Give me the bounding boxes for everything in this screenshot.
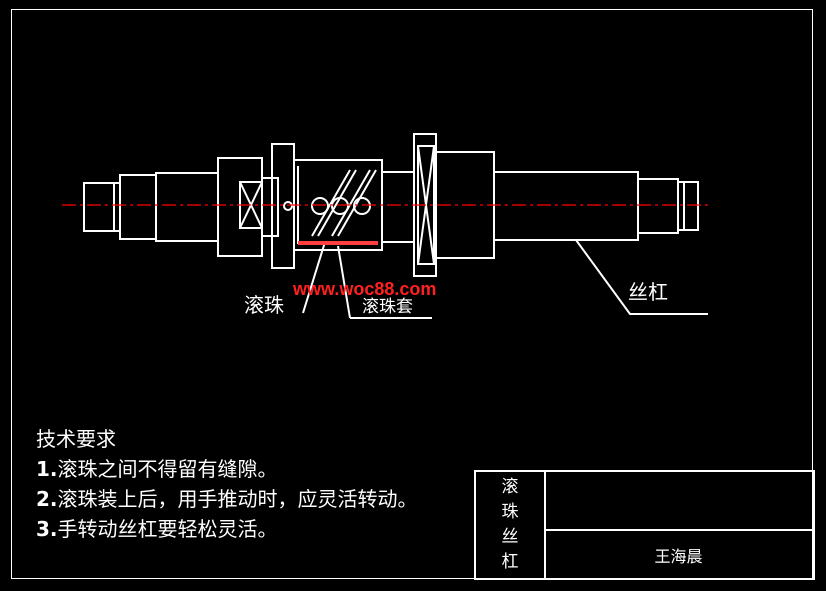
middle-shaft — [381, 171, 415, 243]
author-name: 王海晨 — [654, 546, 703, 566]
ball — [311, 197, 329, 215]
notes-heading: 技术要求 — [36, 427, 116, 451]
ball-label: 滚珠 — [244, 293, 284, 317]
screw-shaft — [493, 171, 639, 241]
screw-label: 丝杠 — [628, 280, 668, 304]
left-shaft-step — [119, 174, 157, 240]
screw-leader — [575, 239, 708, 315]
left-shaft — [155, 172, 219, 242]
nut-hatch — [298, 241, 378, 245]
screw-segment — [261, 177, 279, 237]
note-item: 1.滚珠之间不得留有缝隙。 — [36, 457, 278, 481]
watermark: www.woc88.com — [293, 279, 437, 299]
sleeve-leader — [337, 245, 351, 319]
drawing-name: 滚 珠 丝 杠 — [476, 472, 546, 578]
drawing-frame — [11, 9, 813, 579]
technical-requirements: 技术要求 1.滚珠之间不得留有缝隙。 2.滚珠装上后，用手推动时，应灵活转动。 … — [36, 424, 418, 544]
ball-channel — [311, 169, 351, 237]
note-item: 2.滚珠装上后，用手推动时，应灵活转动。 — [36, 487, 418, 511]
title-block: 滚 珠 丝 杠 王海晨 — [474, 470, 815, 580]
right-step — [637, 178, 679, 234]
note-item: 3.手转动丝杠要轻松灵活。 — [36, 517, 278, 541]
ball-sleeve-label: 滚珠套 — [362, 297, 413, 317]
title-block-empty-cell — [544, 472, 813, 531]
right-journal — [677, 181, 699, 231]
ball-leader — [302, 241, 326, 314]
